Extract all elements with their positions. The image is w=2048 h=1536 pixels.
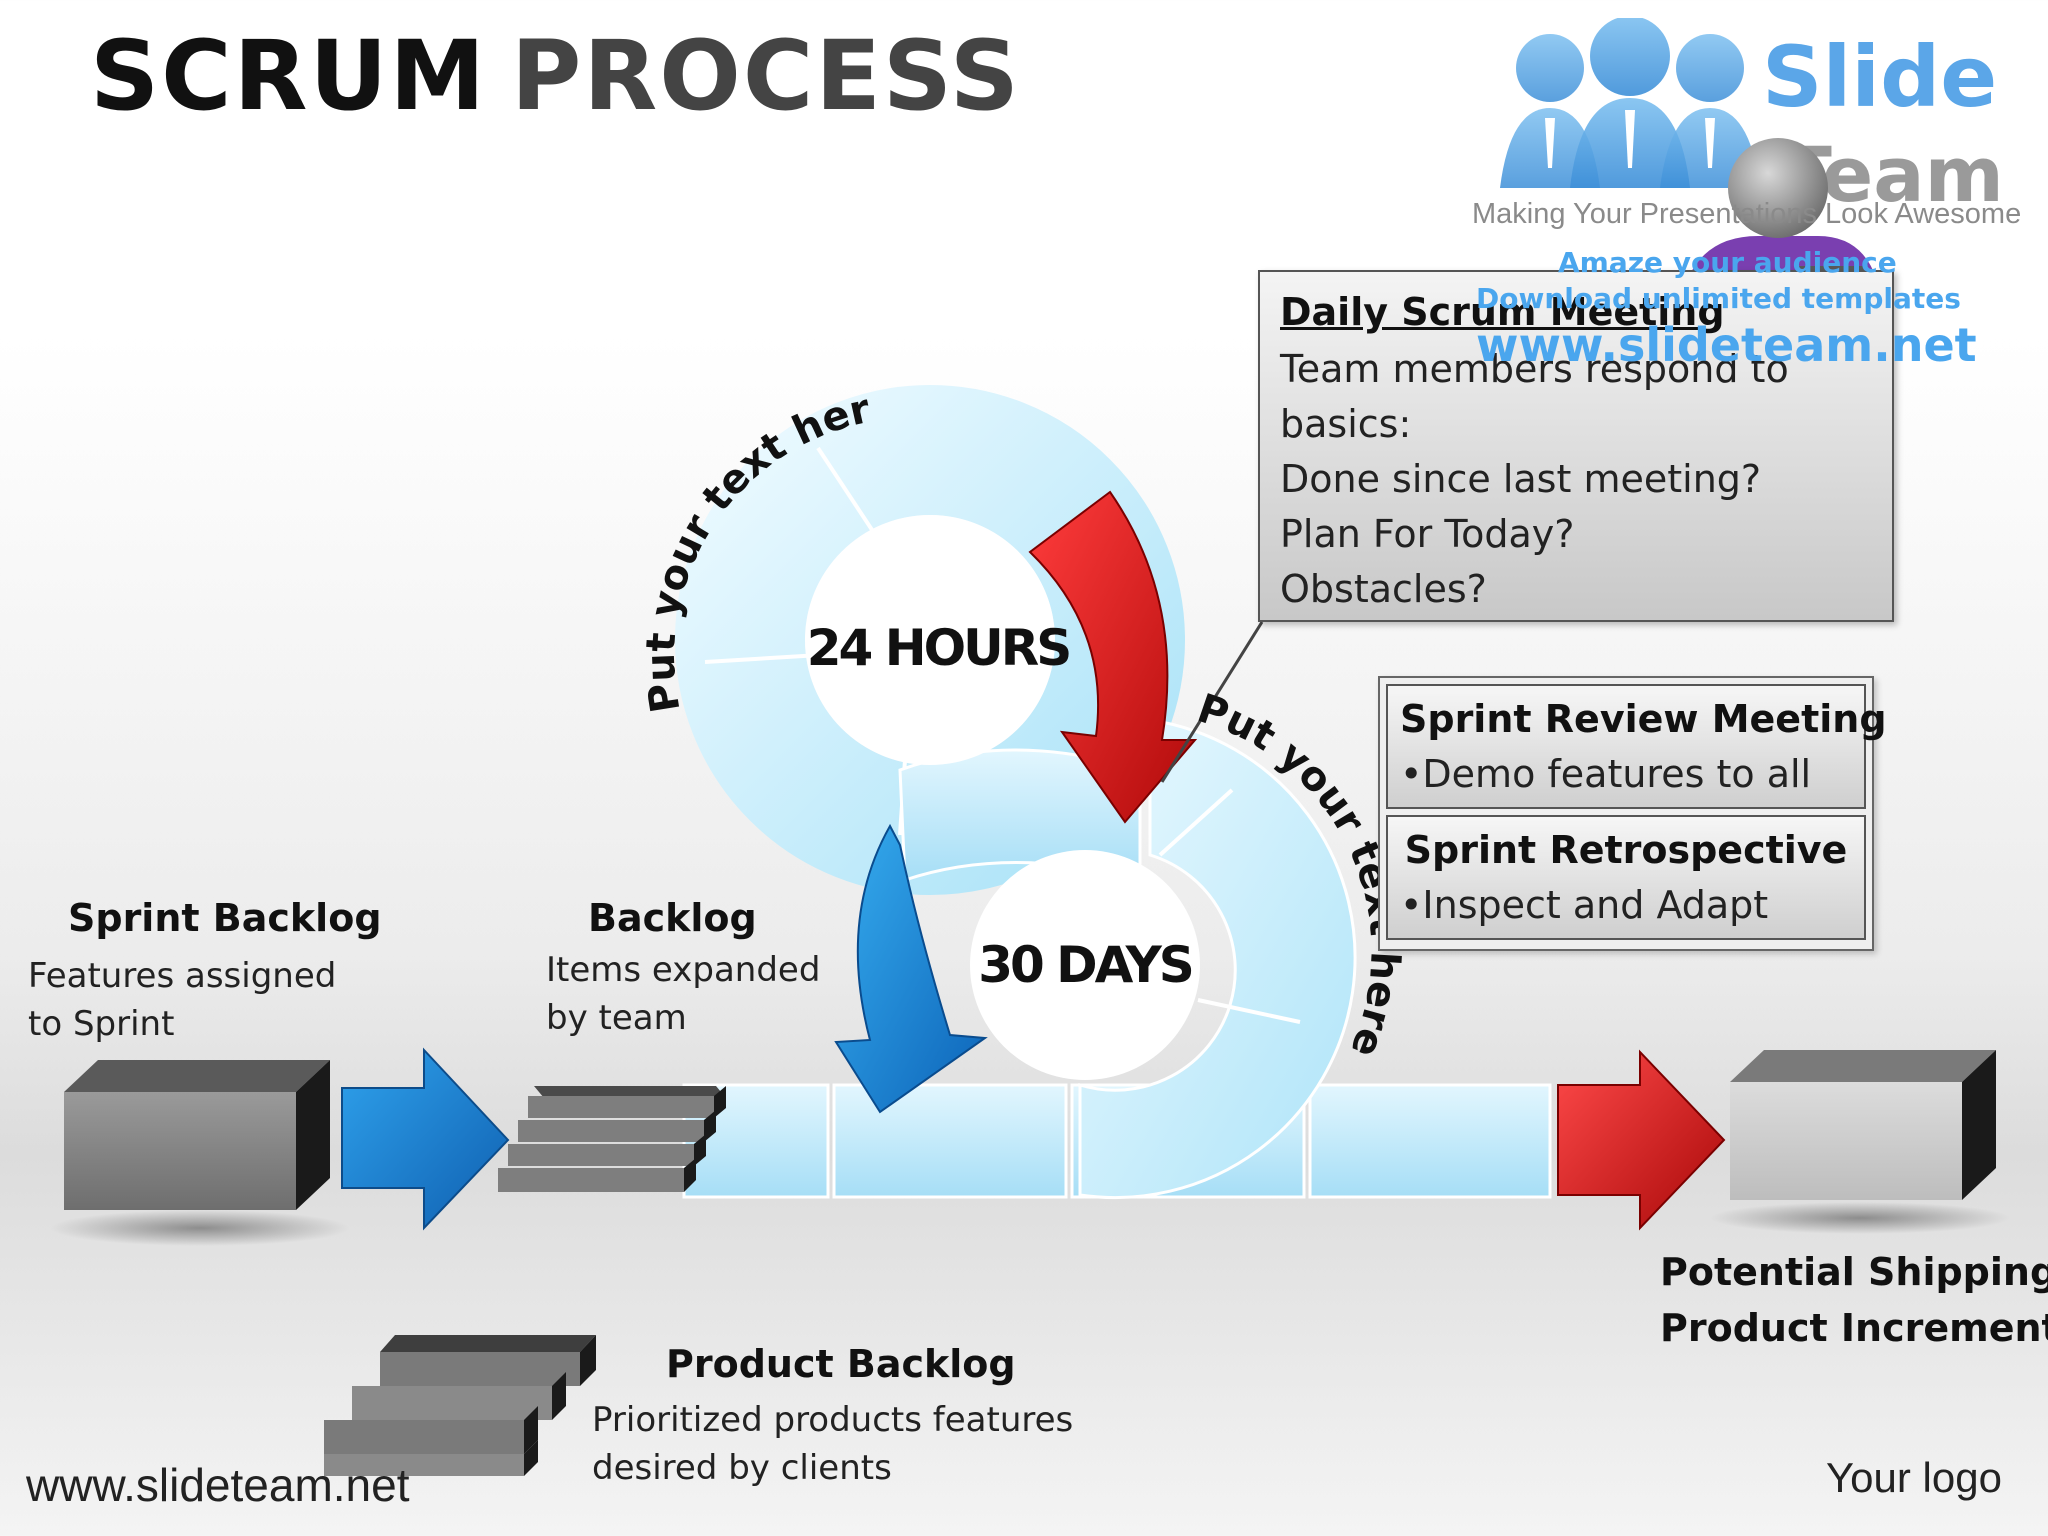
daily-meeting-line: Team members respond to	[1280, 347, 1789, 391]
increment-label: Potential Shipping Product Increment	[1660, 1244, 2048, 1356]
sprint-hub	[970, 850, 1200, 1080]
daily-cycle-label: 24 HOURS	[807, 619, 1069, 677]
red-flow-arrow-icon	[1557, 1049, 1726, 1231]
sprint-backlog-line: Features assigned	[28, 956, 337, 996]
sprint-cycle-ring	[1078, 718, 1357, 1200]
footer-url: www.slideteam.net	[26, 1459, 410, 1511]
sprint-retro-bullet: •Inspect and Adapt	[1400, 883, 1769, 927]
sprint-backlog-line: to Sprint	[28, 1004, 175, 1044]
title-word-process: PROCESS	[511, 20, 1021, 132]
brand-promo-2: Download unlimited templates	[1476, 282, 1961, 315]
sprint-review-bullet: •Demo features to all	[1400, 752, 1812, 796]
box-shadow-left	[50, 1210, 350, 1246]
team-people-icon	[1500, 18, 1760, 188]
daily-meeting-line: Obstacles?	[1280, 567, 1487, 611]
daily-meeting-line: Done since last meeting?	[1280, 457, 1762, 501]
sprint-backlog-desc: Features assigned to Sprint	[28, 952, 336, 1048]
sprint-backlog-heading: Sprint Backlog	[68, 896, 382, 940]
sprint-cycle-label: 30 DAYS	[978, 936, 1192, 994]
blue-flow-arrow-icon	[341, 1047, 510, 1231]
product-backlog-line: Prioritized products features	[592, 1400, 1074, 1440]
daily-meeting-heading: Daily Scrum Meeting	[1280, 290, 1725, 334]
backlog-line: Items expanded	[546, 950, 821, 990]
increment-line: Product Increment	[1660, 1306, 2048, 1350]
footer-logo: Your logo	[1826, 1454, 2002, 1501]
backlog-line: by team	[546, 998, 687, 1038]
box-shadow-right	[1710, 1202, 2010, 1234]
sprint-review-box: Sprint Review Meeting •Demo features to …	[1386, 684, 1887, 809]
red-cycle-arrow-icon	[1028, 490, 1198, 824]
increment-line: Potential Shipping	[1660, 1250, 2048, 1294]
sprint-retro-box: Sprint Retrospective •Inspect and Adapt	[1386, 815, 1866, 940]
product-backlog-stairs-icon	[324, 1335, 596, 1476]
brand-promo-1: Amaze your audience	[1558, 246, 1897, 279]
product-backlog-heading: Product Backlog	[666, 1342, 1016, 1386]
title-word-scrum: SCRUM	[90, 20, 487, 132]
review-retro-panel: Sprint Review Meeting •Demo features to …	[1378, 676, 1887, 951]
callout-connector	[1160, 621, 1264, 783]
sprint-backlog-box-icon	[64, 1060, 330, 1210]
brand-url: www.slideteam.net	[1476, 318, 1977, 372]
increment-box-icon	[1730, 1050, 1996, 1200]
backlog-stairs-icon	[498, 1086, 726, 1192]
daily-meeting-line: basics:	[1280, 402, 1412, 446]
product-backlog-desc: Prioritized products features desired by…	[592, 1396, 1073, 1492]
daily-meeting-line: Plan For Today?	[1280, 512, 1575, 556]
backlog-heading: Backlog	[588, 896, 757, 940]
sprint-review-heading: Sprint Review Meeting	[1400, 697, 1887, 741]
brand-slide: Slide	[1762, 28, 1998, 126]
backlog-desc: Items expanded by team	[546, 946, 820, 1042]
daily-hub	[805, 515, 1055, 765]
brand-tagline: Making Your Presentations Look Awesome	[1472, 198, 2022, 230]
daily-meeting-box: Daily Scrum Meeting Team members respond…	[1258, 270, 1894, 622]
product-backlog-line: desired by clients	[592, 1448, 892, 1488]
blue-cycle-arrow-icon	[834, 823, 988, 1114]
sprint-retro-heading: Sprint Retrospective	[1404, 828, 1848, 872]
